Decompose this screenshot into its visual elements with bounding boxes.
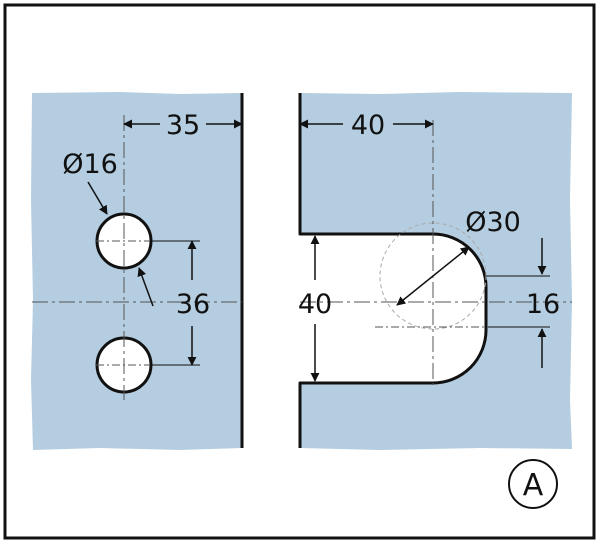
left-glass-fill [31, 92, 242, 450]
cutout-diameter-label: Ø30 [465, 207, 521, 238]
left-glass-panel: 35 Ø16 36 [31, 92, 244, 450]
hole-diameter-label: Ø16 [62, 149, 118, 180]
notch-depth-label: 40 [351, 110, 385, 141]
cutout-diameter-dimension [396, 246, 470, 306]
notch-height-label: 40 [298, 289, 332, 320]
hole-diameter-leader-bottom [137, 267, 154, 307]
cutout-offset-label: 16 [526, 289, 560, 320]
figure-label-circle [508, 459, 558, 509]
notch-outline [298, 93, 488, 448]
hole-offset-label: 35 [166, 110, 200, 141]
hole-diameter-leader-top [87, 181, 108, 215]
figure-label-badge: A [508, 459, 558, 509]
figure-label: A [523, 468, 544, 503]
hole-spacing-label: 36 [176, 289, 210, 320]
right-glass-panel: 40 40 Ø30 16 [298, 92, 572, 450]
